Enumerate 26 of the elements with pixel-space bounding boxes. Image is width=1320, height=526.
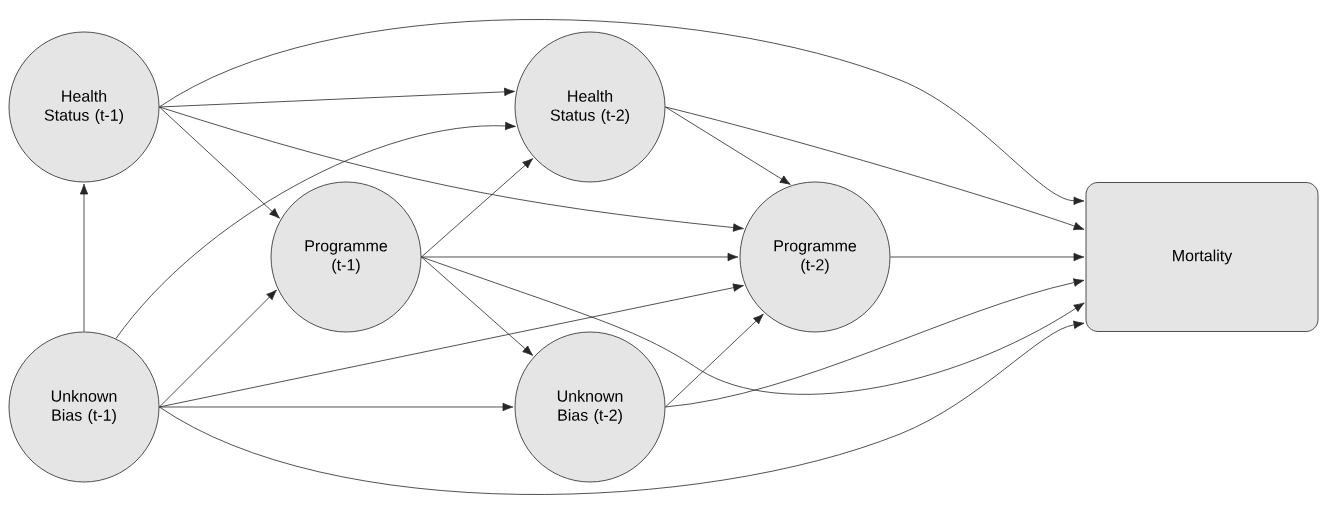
arrow	[159, 106, 744, 232]
arrow	[159, 106, 280, 219]
arrow	[159, 87, 515, 108]
arrow	[421, 256, 1085, 395]
arrow	[421, 158, 534, 258]
circle-node: Unknown Bias (t-1)	[8, 331, 160, 483]
circle-node: Health Status (t-2)	[514, 31, 666, 183]
arrow	[665, 106, 791, 185]
arrow	[890, 252, 1085, 262]
arrow	[665, 278, 1085, 408]
circle-node: Health Status (t-1)	[8, 31, 160, 183]
arrow	[665, 106, 1085, 231]
arrow	[159, 19, 1085, 205]
circle-node: Programme (t-1)	[270, 181, 422, 333]
arrow	[159, 402, 514, 412]
arrow	[665, 313, 764, 408]
arrow	[421, 256, 534, 356]
arrow	[159, 289, 277, 408]
arrow	[421, 252, 739, 262]
arrow	[115, 121, 516, 340]
arrow	[159, 320, 1085, 495]
arrow	[79, 183, 89, 332]
rounded-box: Mortality	[1085, 182, 1319, 332]
circle-node: Unknown Bias (t-2)	[514, 331, 666, 483]
arrow	[159, 283, 744, 408]
circle-node: Programme (t-2)	[739, 181, 891, 333]
